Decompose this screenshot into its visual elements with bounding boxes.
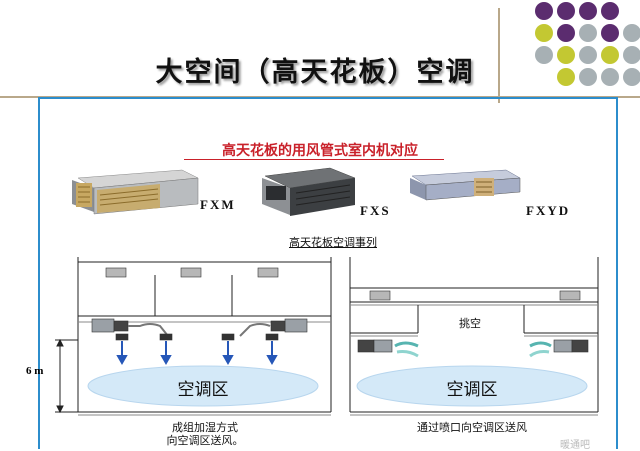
example-caption: 高天花板空调事列 [289,236,377,249]
watermark: 暖通吧 [560,440,590,451]
void-label: 挑空 [459,317,481,330]
title-divider-vertical [498,8,500,103]
left-supply-arrows [116,341,278,366]
left-bottom-caption-line2: 向空调区送风。 [166,434,244,447]
right-conditioned-zone [356,365,588,407]
height-dimension [55,338,78,414]
right-nozzle-units [357,339,589,353]
left-conditioned-zone [87,365,319,407]
fxm-unit-image [72,169,199,215]
slide-title: 大空间（高天花板）空调 [155,57,475,88]
fxyd-unit-image [410,169,521,201]
model-label-fxs: FXS [360,203,391,218]
model-label-fxyd: FXYD [526,203,571,218]
model-label-fxm: FXM [200,197,236,212]
left-zone-label: 空调区 [177,380,229,400]
right-zone-label: 空调区 [446,380,498,400]
left-bottom-caption: 成组加湿方式 向空调区送风。 [130,421,280,447]
subtitle-underline [184,159,444,160]
right-ceiling-units [369,290,581,301]
section-subtitle: 高天花板的用风管式室内机对应 [222,143,418,159]
decorative-dot-grid [515,0,640,96]
height-label: 6 m [26,365,44,377]
left-bottom-caption-line1: 成组加湿方式 [172,421,238,434]
right-building-diagram [349,257,599,416]
right-bottom-caption: 通过喷口向空调区送风 [417,421,527,434]
fxs-unit-image [262,167,356,216]
left-duct-units [91,318,308,341]
left-ceiling-units [105,267,279,278]
content-frame [38,97,618,449]
right-nozzle-airflow [394,341,552,358]
